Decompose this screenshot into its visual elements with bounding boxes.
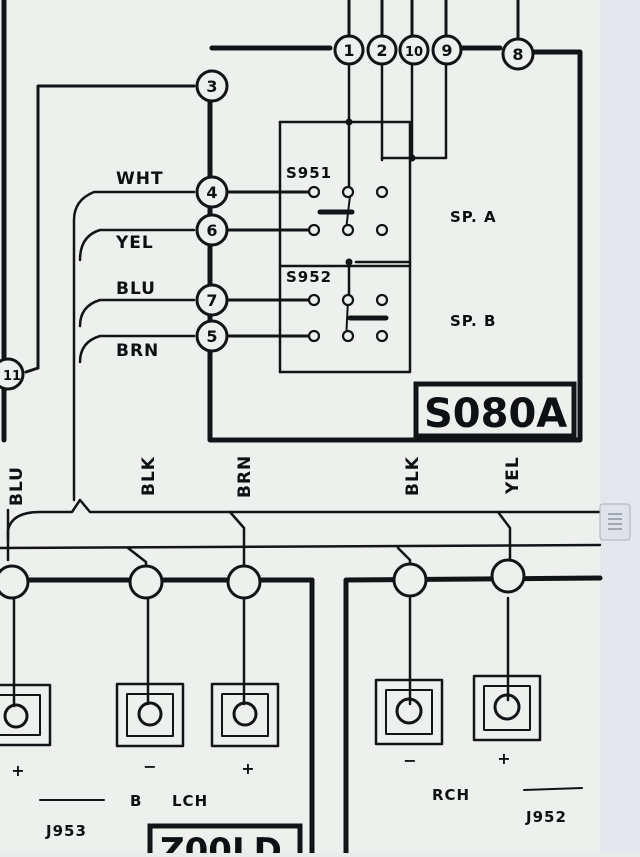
jack-5 xyxy=(472,674,542,742)
speaker-b-label: SP. B xyxy=(450,312,496,330)
vlabel-brn: BRN xyxy=(235,455,255,498)
terminal-11-label: 11 xyxy=(3,369,21,384)
s080a-box xyxy=(413,381,577,439)
contact xyxy=(341,185,355,199)
wire-t3-end xyxy=(24,366,40,374)
connector-2 xyxy=(128,564,164,600)
s080a-label: S080A xyxy=(424,391,567,437)
switch-s952-label: S952 xyxy=(286,268,332,286)
contact xyxy=(307,329,321,343)
jack-4-sign: − xyxy=(403,751,416,770)
wire-label-brn: BRN xyxy=(116,341,159,361)
connector-1 xyxy=(0,564,30,600)
jack-2-sign: − xyxy=(143,757,156,776)
drop-yel xyxy=(496,510,512,574)
junction-dot xyxy=(408,154,416,162)
jack-3-sign: + xyxy=(241,759,254,778)
int-wire-9 xyxy=(380,62,448,160)
terminal-6 xyxy=(195,213,229,247)
contact xyxy=(375,185,389,199)
contact xyxy=(307,293,321,307)
jack-3 xyxy=(210,682,280,748)
label-j953: J953 xyxy=(45,822,87,840)
contact xyxy=(307,223,321,237)
terminal-10-label: 10 xyxy=(405,45,423,60)
connector-3 xyxy=(226,564,262,600)
label-lch: LCH xyxy=(172,792,208,810)
contact xyxy=(375,223,389,237)
jack-2 xyxy=(115,682,185,748)
bus-bottom xyxy=(0,543,602,550)
jack-5-sign: + xyxy=(497,749,510,768)
label-b: B xyxy=(130,792,142,810)
terminal-5 xyxy=(195,319,229,353)
terminal-5-label: 5 xyxy=(206,327,217,346)
frame-outline xyxy=(207,49,583,443)
lead-brn xyxy=(78,334,196,364)
switch-frame-top xyxy=(278,120,412,268)
terminal-7 xyxy=(195,283,229,317)
contact xyxy=(375,329,389,343)
contact xyxy=(341,293,355,307)
terminal-3-label: 3 xyxy=(206,77,217,96)
board-label-box xyxy=(147,823,303,857)
terminal-4 xyxy=(195,175,229,209)
terminal-1 xyxy=(333,34,365,66)
connector-5 xyxy=(490,558,526,594)
terminal-9-label: 9 xyxy=(441,41,452,60)
wire-t3 xyxy=(36,84,196,370)
contact xyxy=(307,185,321,199)
jack-1-sign: + xyxy=(11,761,24,780)
connector-4 xyxy=(392,562,428,598)
terminal-1-label: 1 xyxy=(343,41,354,60)
vlabel-blk-right: BLK xyxy=(403,456,423,496)
lead-yel xyxy=(78,228,196,262)
terminal-2-label: 2 xyxy=(376,41,387,60)
lead-blu xyxy=(78,298,196,328)
wire-label-yel: YEL xyxy=(115,233,154,253)
wire-label-wht: WHT xyxy=(116,169,164,189)
speaker-a-label: SP. A xyxy=(450,208,497,226)
vlabel-blk-left: BLK xyxy=(139,456,159,496)
terminal-8 xyxy=(501,37,535,71)
terminal-10 xyxy=(398,34,430,66)
jack-1 xyxy=(0,683,52,747)
contact xyxy=(341,223,355,237)
jack-4 xyxy=(374,678,444,746)
window-edge xyxy=(600,0,640,853)
rule-right xyxy=(523,787,583,791)
terminal-8-label: 8 xyxy=(512,45,523,64)
terminal-4-label: 4 xyxy=(206,183,217,202)
scrollbar-handle[interactable] xyxy=(599,503,631,541)
junction-dot xyxy=(345,118,353,126)
wire-label-blu: BLU xyxy=(116,279,156,299)
terminal-6-label: 6 xyxy=(206,221,217,240)
vlabel-yel: YEL xyxy=(503,456,523,495)
switch-s951-label: S951 xyxy=(286,164,332,182)
vlabel-blu: BLU xyxy=(7,466,27,506)
terminal-11 xyxy=(0,357,25,391)
lead-wht xyxy=(72,190,196,502)
terminal-3 xyxy=(195,69,229,103)
switch-frame-bottom xyxy=(278,264,412,374)
contact xyxy=(375,293,389,307)
label-j952: J952 xyxy=(525,808,567,826)
terminal-7-label: 7 xyxy=(206,291,217,310)
drop-brn xyxy=(228,510,246,574)
terminal-2 xyxy=(366,34,398,66)
junction-dot xyxy=(345,258,353,266)
label-rch: RCH xyxy=(432,786,470,804)
terminal-9 xyxy=(431,34,463,66)
contact xyxy=(341,329,355,343)
board-label: Z00LD xyxy=(160,831,282,853)
